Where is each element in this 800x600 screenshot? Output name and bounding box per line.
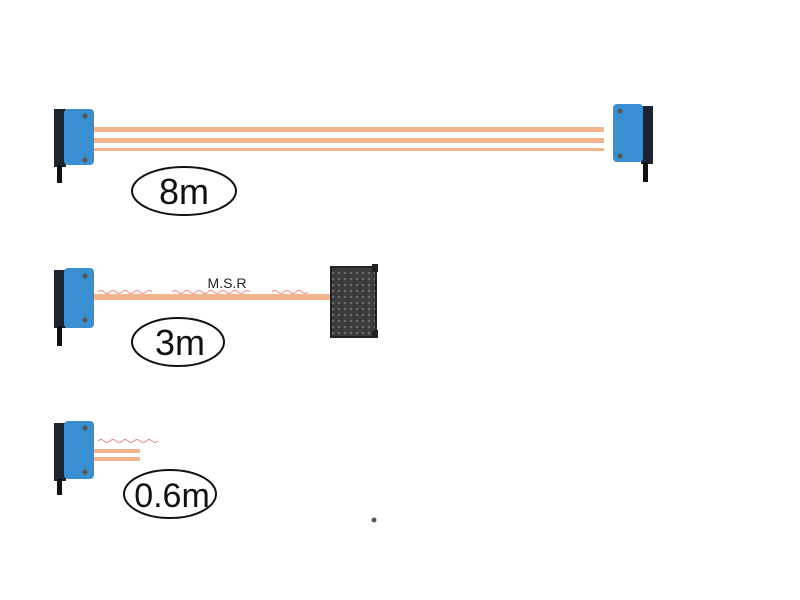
range-label-outline <box>131 166 237 216</box>
wavy-signal-icon <box>97 439 159 443</box>
reflector-icon <box>330 264 378 338</box>
light-beam <box>94 127 604 151</box>
sensor-icon <box>54 421 94 495</box>
range-label-outline <box>123 469 217 519</box>
row-through-beam: 8m <box>54 104 653 216</box>
wavy-signal-icon <box>97 290 309 294</box>
reflector-label: M.S.R <box>208 275 247 291</box>
sensor-icon <box>54 268 94 346</box>
range-label-outline <box>131 317 225 367</box>
emitter-sensor-icon <box>54 109 94 183</box>
row-diffuse: 0.6m <box>54 421 217 519</box>
light-beam <box>94 294 334 300</box>
range-label: 0.6m <box>134 477 210 515</box>
receiver-sensor-icon <box>613 104 653 182</box>
range-label: 3m <box>155 322 205 363</box>
row-retroreflective: M.S.R 3m <box>54 264 378 367</box>
light-beam <box>94 449 140 461</box>
stray-dot <box>371 517 377 523</box>
range-label: 8m <box>159 171 209 212</box>
